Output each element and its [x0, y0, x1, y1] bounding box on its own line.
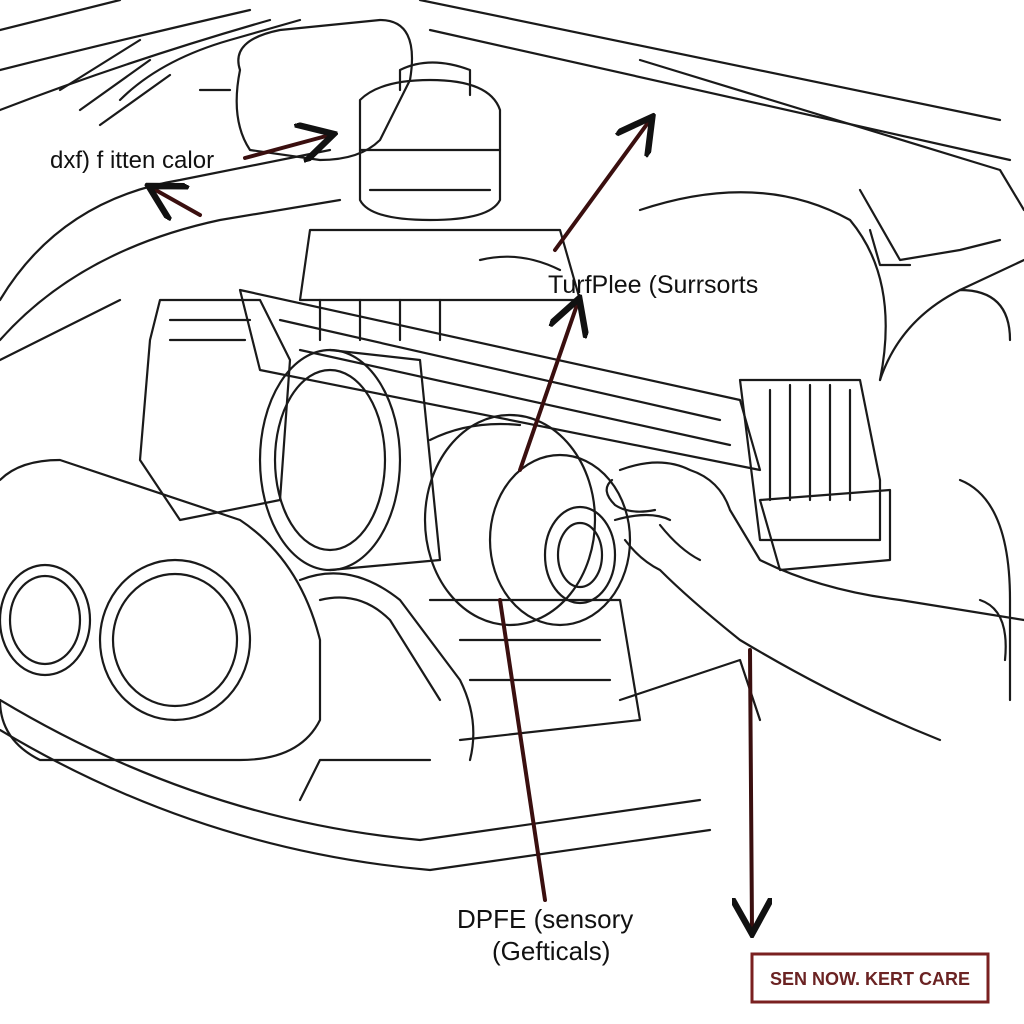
arrow-top-left-to-intake: [243, 135, 330, 158]
stamp-box: SEN NOW. KERT CARE: [750, 952, 990, 1004]
line-dpfe-label: [498, 598, 547, 902]
arrow-down-right: [750, 648, 752, 930]
arrow-middle-to-cowl: [553, 120, 650, 252]
stamp-text: SEN NOW. KERT CARE: [770, 969, 970, 989]
arrow-top-left-pointer: [152, 188, 202, 215]
arrow-middle-to-turbo: [518, 302, 578, 472]
engine-line-art: [0, 0, 1024, 872]
label-bottom-line2: (Gefticals): [492, 936, 610, 966]
label-bottom-line1: DPFE (sensory: [457, 904, 633, 934]
annotation-arrows: [152, 120, 752, 930]
stamp-border: [750, 952, 990, 1004]
label-middle-right: TurfPlee (Surrsorts: [548, 271, 758, 299]
label-top-left: dxf) f itten calor: [50, 147, 214, 174]
